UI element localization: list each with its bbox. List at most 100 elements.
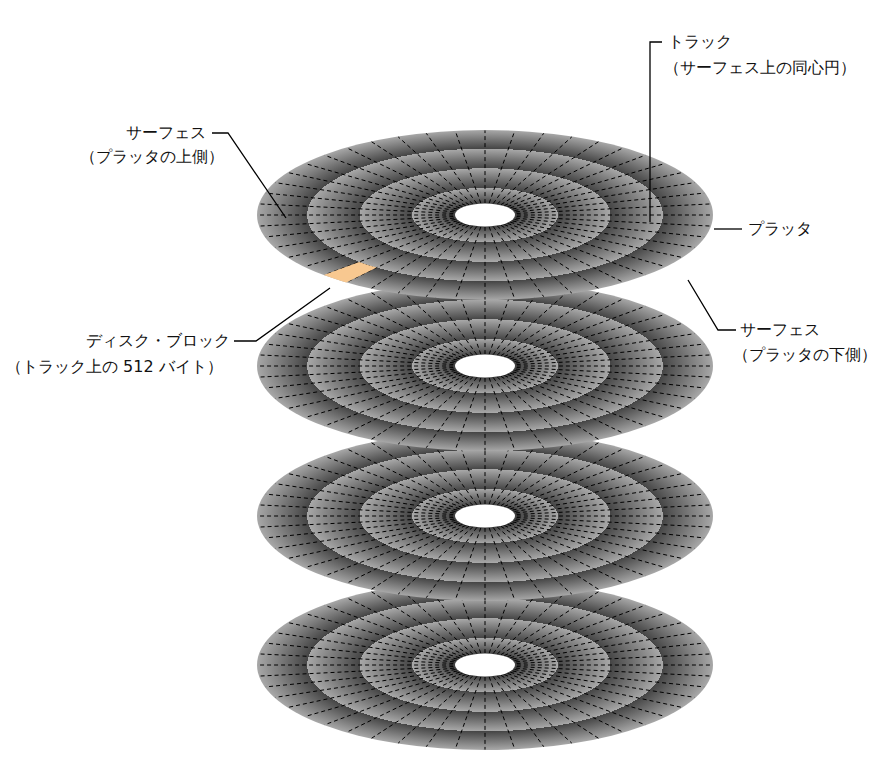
sector-line [347,598,466,656]
sector-line [426,133,476,203]
sector-line [508,223,646,274]
sector-line [258,516,453,517]
sector-line [275,670,455,698]
sector-line [514,633,694,661]
sector-line [510,465,665,509]
sector-line [513,671,682,707]
sector-line [258,215,453,216]
sector-line [260,217,453,226]
sector-line [514,183,694,211]
block-note: （トラック上の 512 バイト） [6,357,223,377]
sector-line [504,375,623,433]
sector-line [258,366,453,367]
sector-line [517,505,710,514]
sector-line [513,372,682,408]
sector-line [347,449,466,507]
sector-line [514,484,694,512]
sector-line [325,524,463,575]
sector-line [289,221,458,257]
sector-line [510,523,665,567]
sector-line [501,142,598,205]
sector-line [325,374,463,425]
sector-line [289,173,458,209]
spindle-hole [455,505,515,528]
sector-line [513,623,682,659]
platter [257,580,713,750]
sector-line [275,484,455,512]
surface-label: サーフェス [740,320,820,340]
platter-surface [257,130,713,300]
sector-line [510,614,665,658]
sector-line [325,673,463,724]
disk-block [324,262,377,283]
sector-line [504,525,623,583]
sector-line [504,224,623,282]
sector-line [508,524,646,575]
track-label: トラック [668,32,732,52]
sector-line [514,521,694,549]
sector-line [305,672,460,716]
sector-line [510,222,665,266]
sector-line [510,164,665,208]
platter [257,130,713,300]
leader-line [688,280,736,330]
sector-line [260,518,453,527]
leader-line [650,42,662,222]
sector-line [510,315,665,359]
sector-line [266,344,454,363]
leader-line [234,288,330,341]
sector-line [485,227,486,300]
platter-surface [257,431,713,601]
sector-line [517,215,712,216]
sector-line [289,372,458,408]
sector-line [501,293,598,356]
sector-line [514,334,694,362]
spindle-hole [455,355,515,378]
sector-line [372,376,469,439]
sector-line [398,527,473,594]
surface-label: サーフェス [126,123,206,143]
sector-line [305,465,460,509]
sector-line [513,474,682,510]
sector-line [489,378,514,450]
sector-line [266,494,454,513]
sector-line [517,366,712,367]
sector-line [510,672,665,716]
sector-line [398,377,473,444]
sector-line [398,676,473,743]
leader-line [212,133,286,218]
sector-line [289,474,458,510]
sector-line [508,456,646,507]
platter-surface [257,580,713,750]
sector-line [510,373,665,417]
sector-line [504,674,623,732]
sector-line [513,221,682,257]
sector-line [289,623,458,659]
sector-line [501,592,598,655]
platter [257,281,713,451]
sector-line [514,371,694,399]
sector-line [517,355,710,364]
sector-line [372,225,469,288]
sector-line [516,519,704,538]
sector-line [501,443,598,506]
spindle-hole [455,204,515,227]
sector-line [485,130,486,203]
sector-line [493,377,543,447]
sector-line [497,137,572,204]
sector-line [493,226,543,296]
sector-line [485,677,486,750]
sector-line [275,220,455,248]
sector-line [517,516,712,517]
sector-line [260,667,453,676]
sector-line [493,527,543,597]
sector-line [516,668,704,687]
sector-line [508,155,646,206]
platter [257,431,713,601]
sector-line [289,324,458,360]
sector-line [513,324,682,360]
sector-line [305,614,460,658]
sector-line [493,676,543,746]
